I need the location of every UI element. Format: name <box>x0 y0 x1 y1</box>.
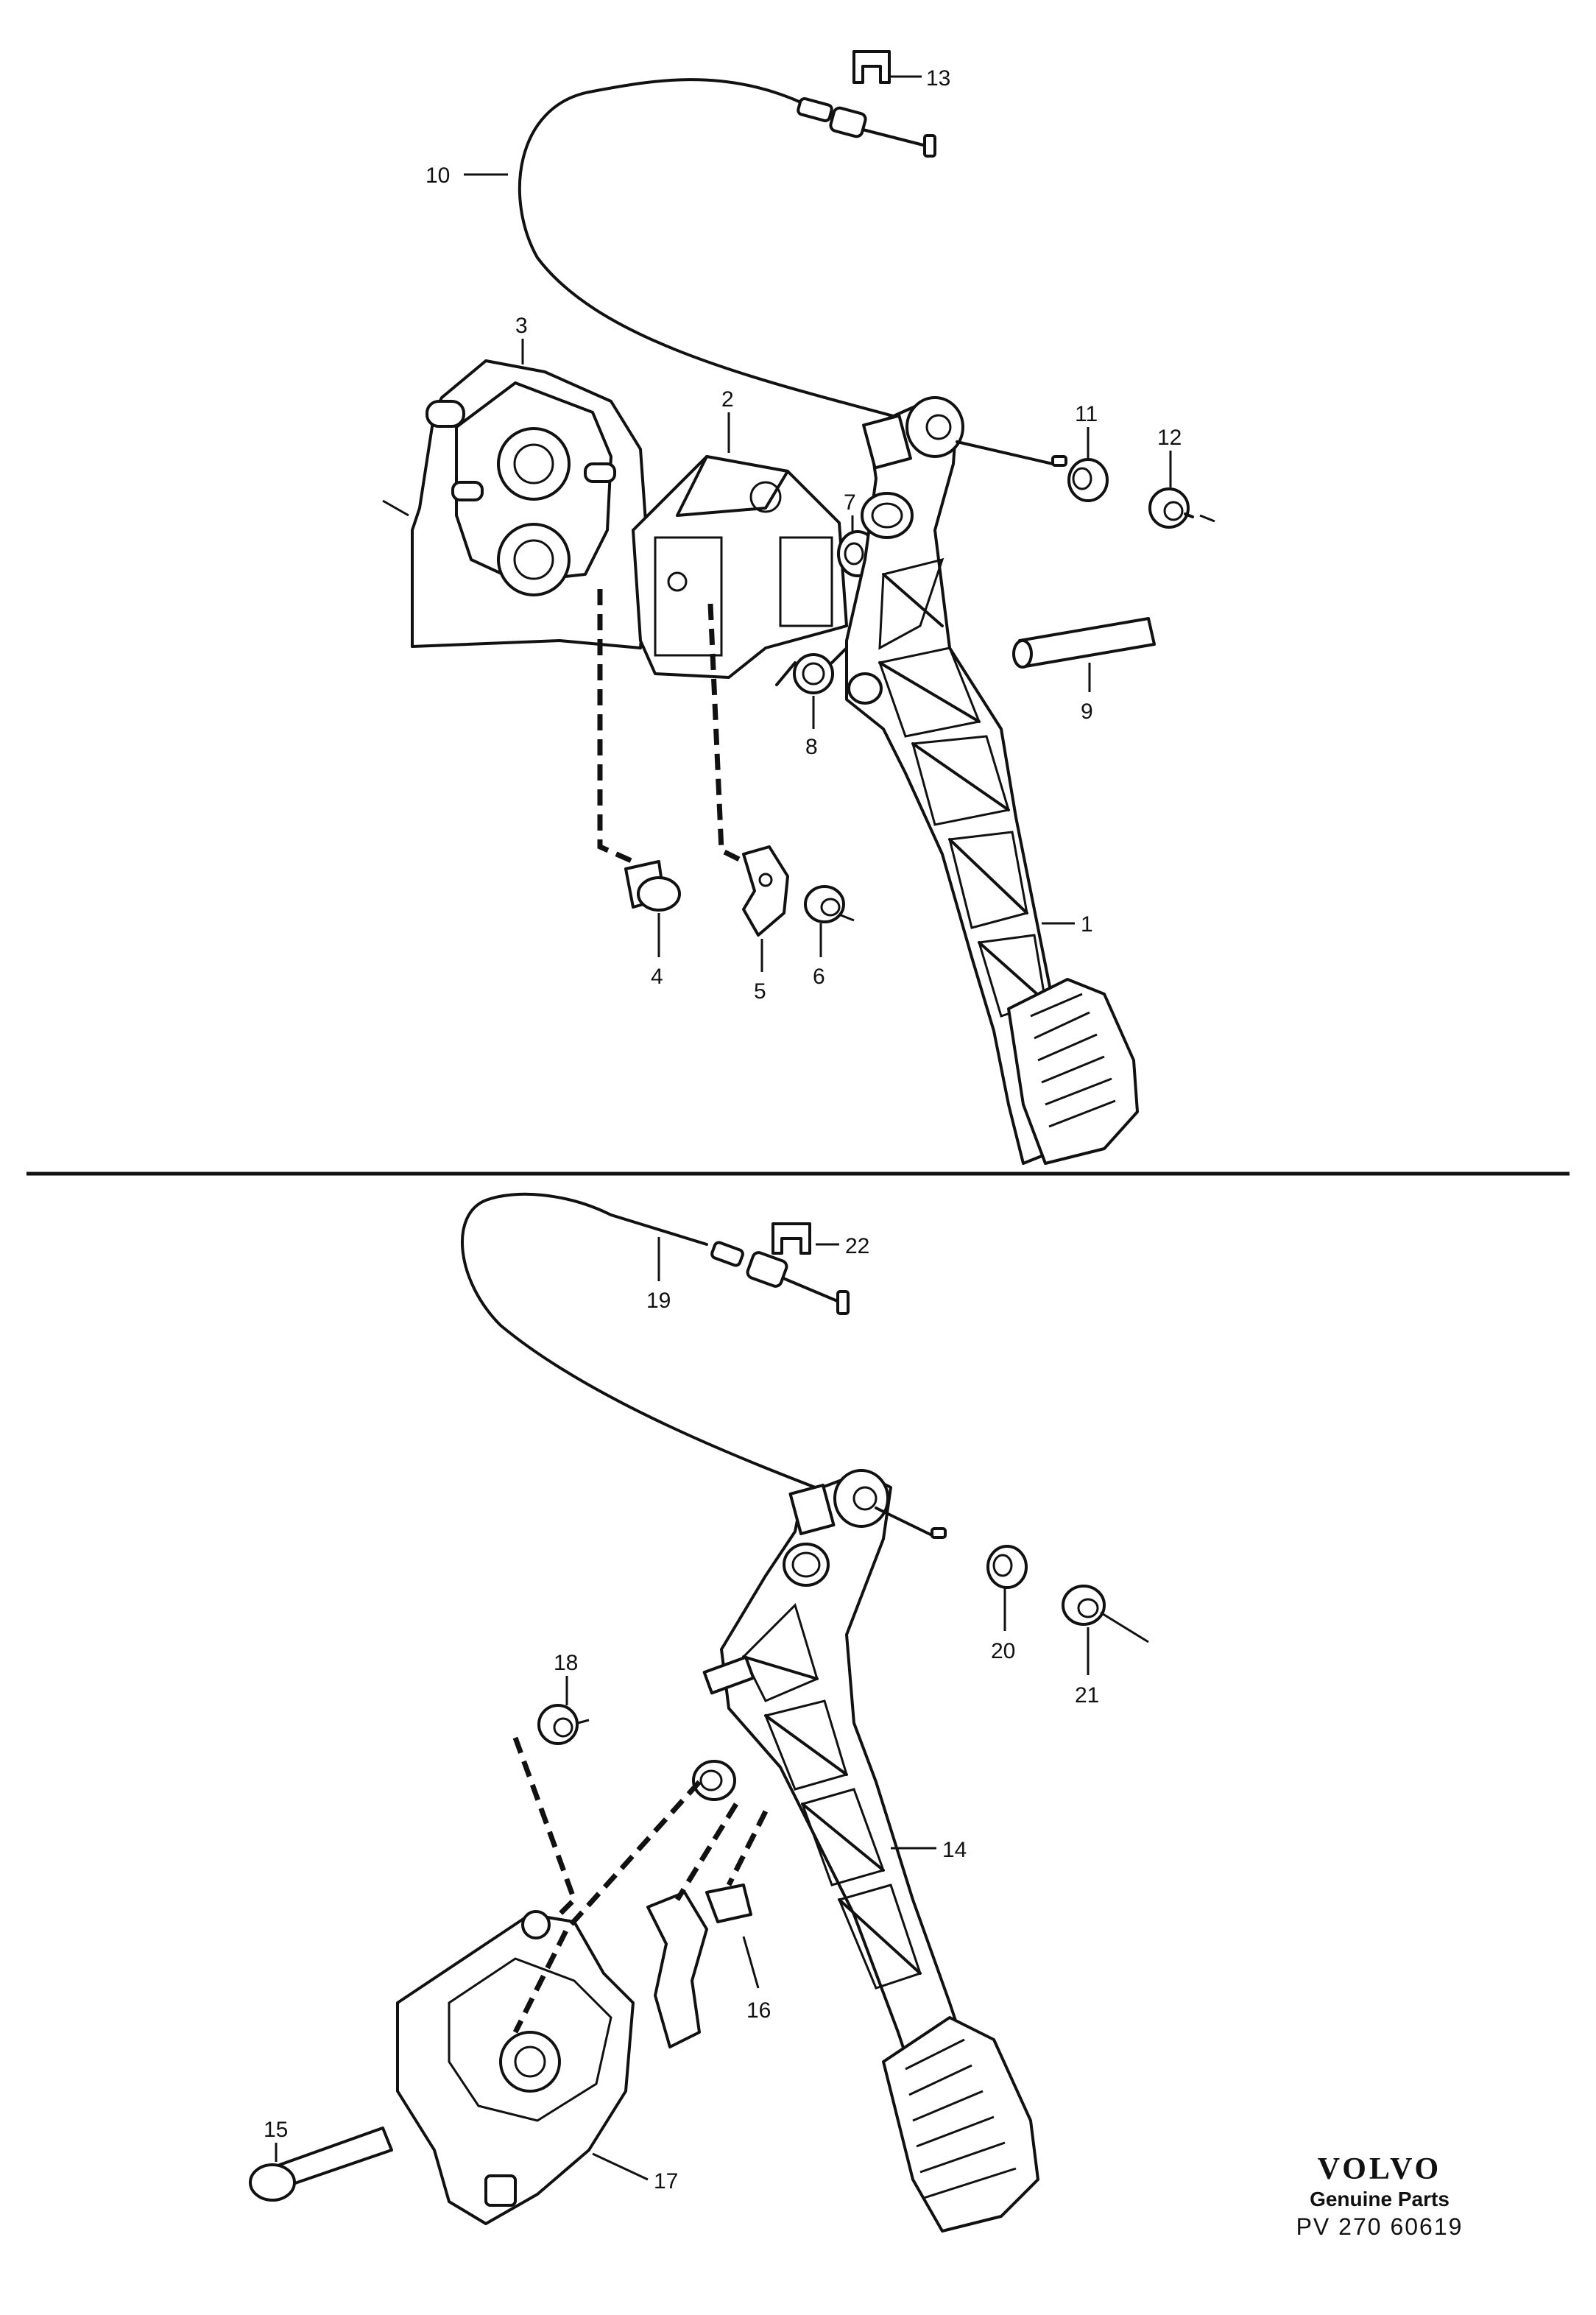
throttle-cable <box>518 78 922 425</box>
cable-clip <box>852 50 891 84</box>
callout-8: 8 <box>805 735 818 759</box>
brand-block: VOLVO Genuine Parts PV 270 60619 <box>1269 2152 1490 2241</box>
callout-2: 2 <box>721 387 734 412</box>
callout-9: 9 <box>1081 700 1093 724</box>
callout-17: 17 <box>654 2169 678 2194</box>
pivot-pin <box>1012 617 1156 669</box>
callout-19: 19 <box>646 1289 671 1313</box>
callout-11: 11 <box>1075 402 1098 426</box>
upper-cable-lock-nut <box>1148 487 1194 529</box>
callout-14: 14 <box>942 1838 967 1862</box>
accelerator-pedal-arm <box>845 396 1139 1165</box>
callout-3: 3 <box>515 314 528 338</box>
callout-16: 16 <box>746 1998 771 2023</box>
volvo-logo: VOLVO <box>1317 2152 1442 2186</box>
pedal-bracket <box>632 455 848 679</box>
lower-cable-lock-nut <box>1062 1585 1149 1643</box>
callout-1: 1 <box>1081 912 1093 937</box>
callout-18: 18 <box>554 1651 578 1675</box>
lower-return-spring <box>646 1884 752 2048</box>
callout-7: 7 <box>844 490 856 515</box>
cable-clamp <box>742 845 789 937</box>
lower-pedal-bracket <box>396 1910 635 2225</box>
callout-12: 12 <box>1157 426 1182 450</box>
upper-assembly: 13 10 3 2 11 12 7 8 9 1 4 5 6 <box>382 50 1215 1165</box>
callout-4: 4 <box>651 965 663 989</box>
cable-end-fitting <box>797 97 936 158</box>
callout-15: 15 <box>264 2118 288 2142</box>
clamp-nut <box>804 885 845 923</box>
bracket-pin <box>249 2127 393 2202</box>
callout-13: 13 <box>926 66 950 91</box>
lower-cable-bushing <box>986 1545 1028 1589</box>
lower-accelerator-pedal-arm <box>692 1469 1039 2233</box>
pedal-mounting-plate <box>411 359 649 649</box>
callout-5: 5 <box>754 979 766 1004</box>
upper-cable-bushing <box>1067 458 1109 502</box>
callout-21: 21 <box>1075 1683 1099 1708</box>
callout-20: 20 <box>991 1639 1015 1663</box>
callout-22: 22 <box>845 1234 869 1258</box>
lower-cable-end-fitting <box>710 1241 850 1315</box>
mounting-bolt <box>624 860 681 912</box>
brand-subtitle: Genuine Parts <box>1310 2188 1450 2210</box>
return-spring <box>775 646 848 694</box>
lower-cable-clip <box>771 1222 811 1255</box>
document-code: PV 270 60619 <box>1296 2213 1463 2240</box>
lower-throttle-cable <box>460 1192 855 1504</box>
callout-10: 10 <box>426 163 450 188</box>
bracket-nut <box>537 1704 590 1745</box>
lower-assembly: 22 19 20 21 18 14 16 15 17 <box>249 1192 1149 2233</box>
callout-6: 6 <box>813 965 825 989</box>
